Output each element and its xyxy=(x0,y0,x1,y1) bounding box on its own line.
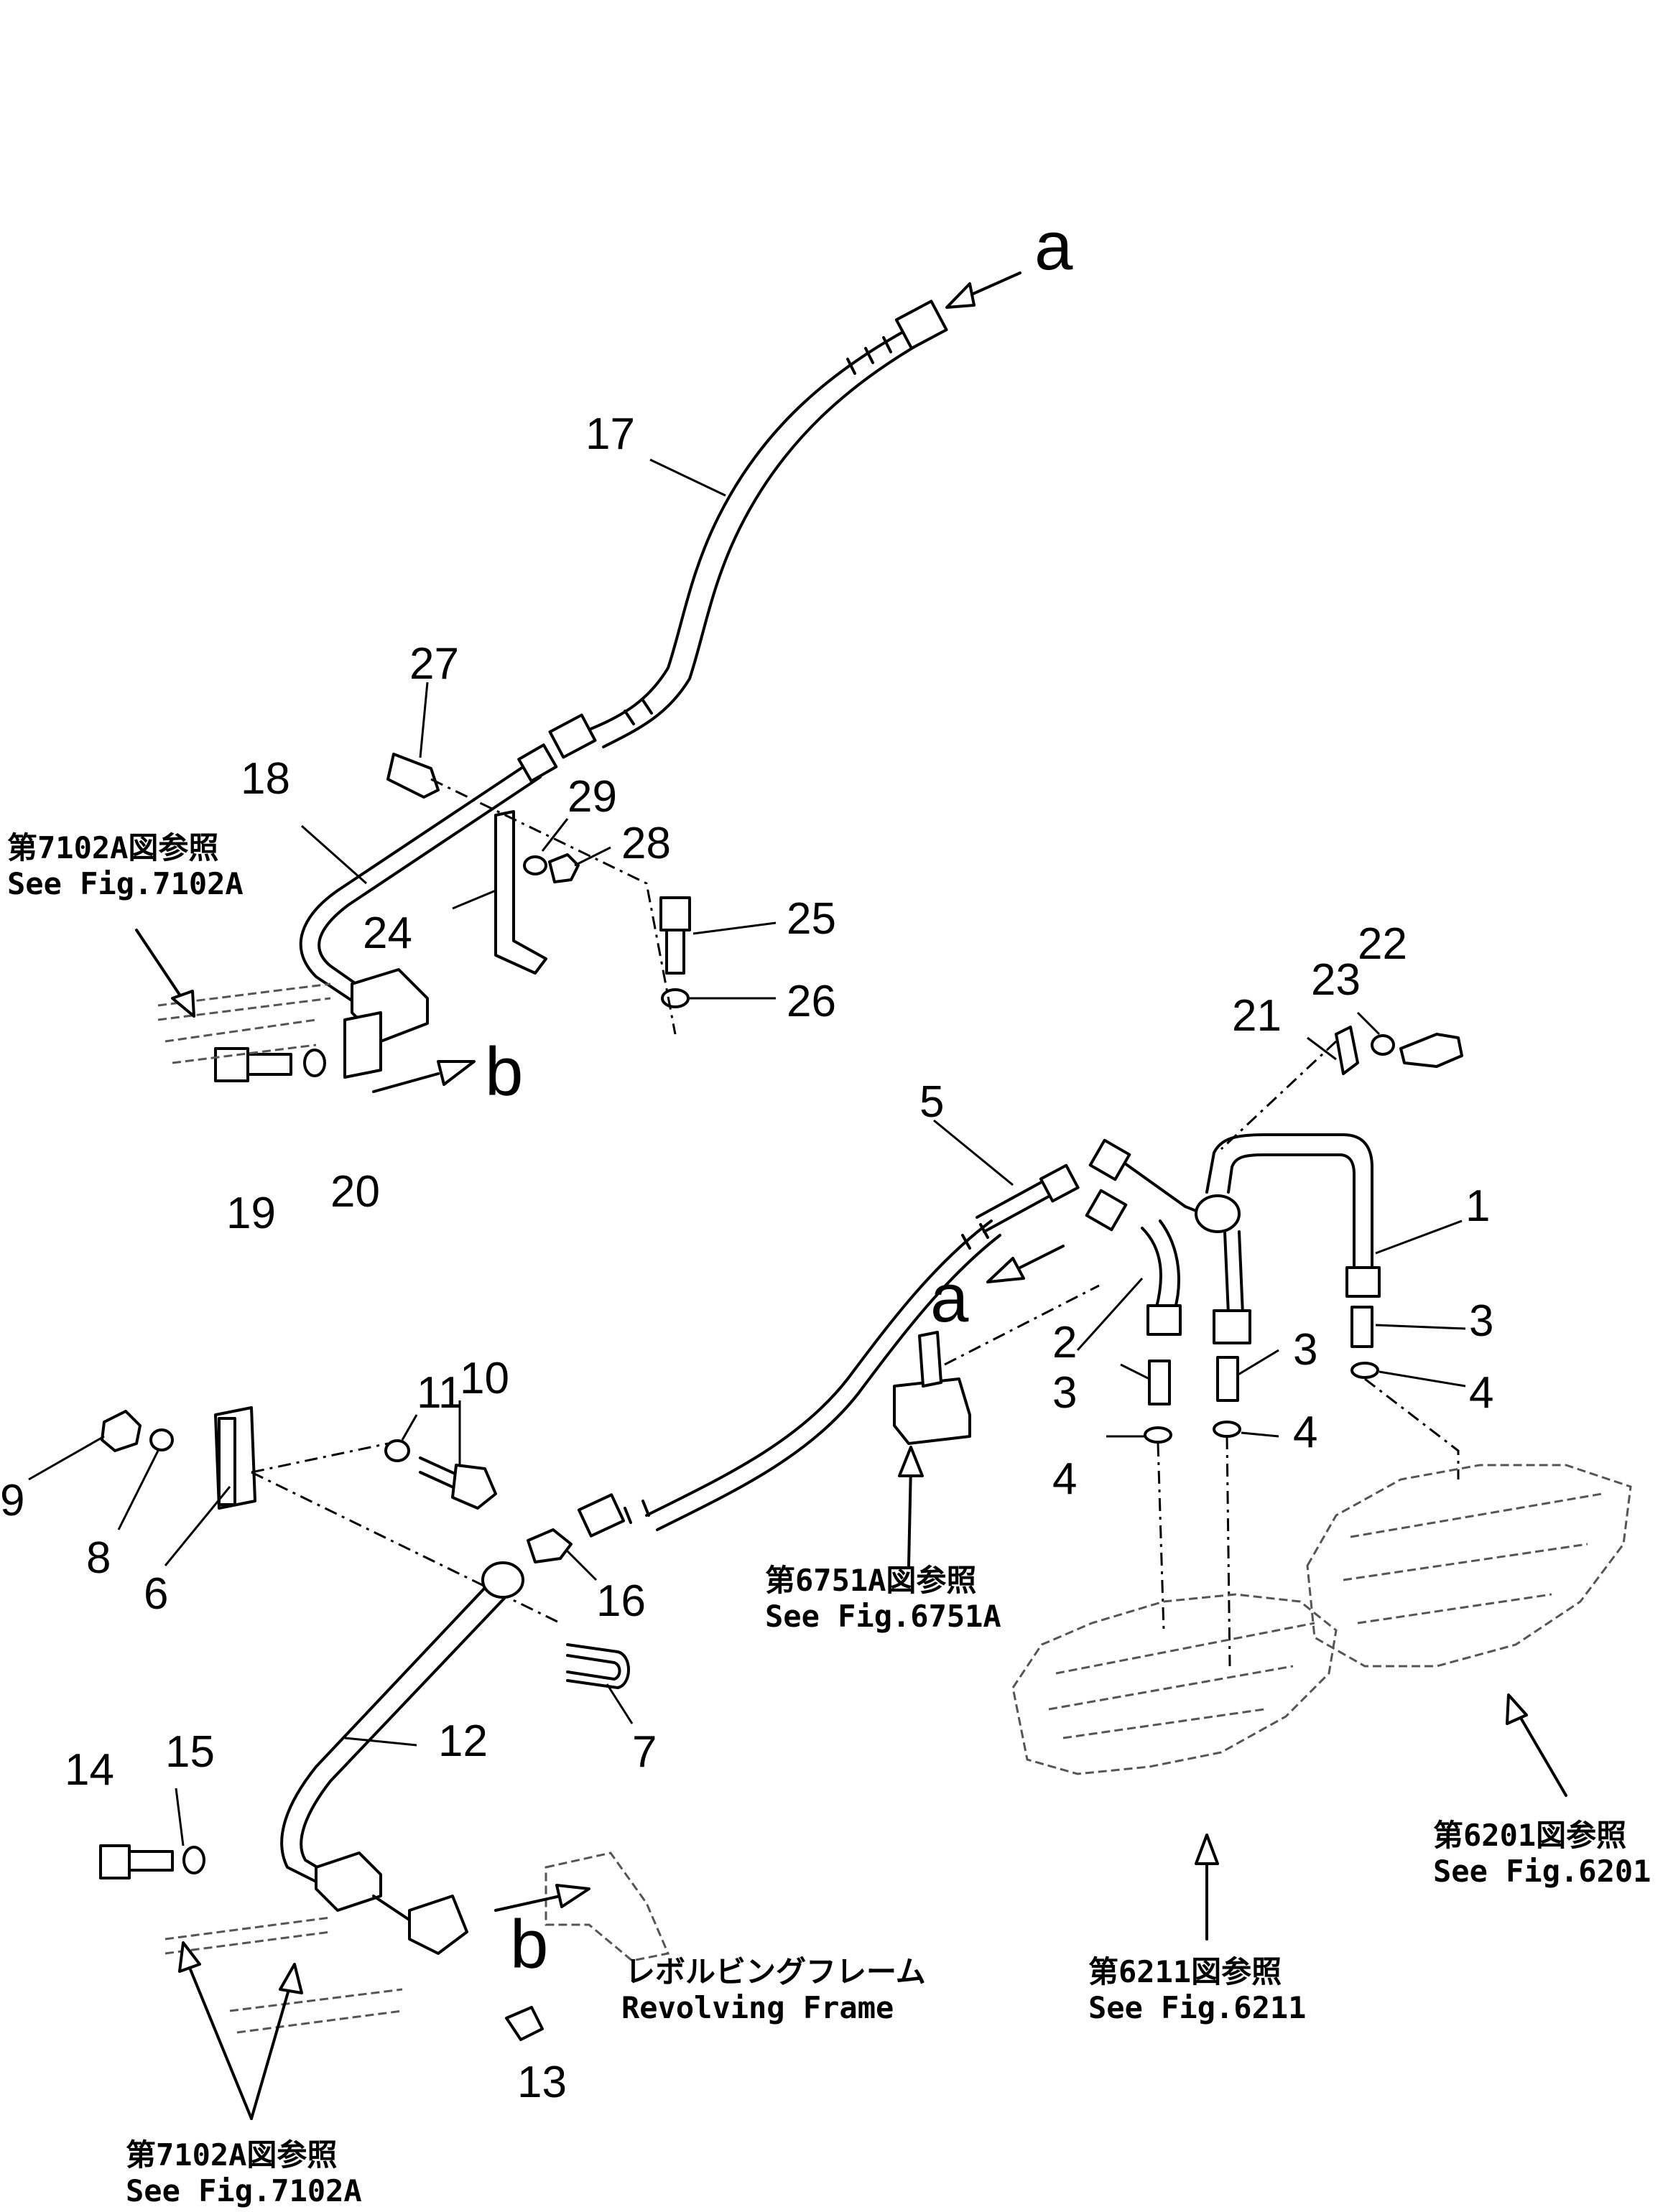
ref-7102a-bottom-en: See Fig.7102A xyxy=(126,2173,362,2208)
callout-9: 9 xyxy=(0,1476,24,1525)
hose-5 xyxy=(577,1163,1080,1538)
callout-28: 28 xyxy=(621,819,671,868)
callout-4-middle: 4 xyxy=(1293,1408,1317,1457)
connection-b-bottom: b xyxy=(510,1906,548,1983)
callout-5: 5 xyxy=(919,1077,944,1127)
bolt-14 xyxy=(99,1844,131,1879)
callout-4-left: 4 xyxy=(1052,1454,1077,1504)
valve-outline-7102a-bottom xyxy=(165,1916,403,2034)
connection-a-top: a xyxy=(1034,208,1073,284)
callout-27: 27 xyxy=(409,639,459,689)
seal-4-left xyxy=(1144,1426,1172,1444)
pipe-18 xyxy=(299,743,558,1043)
callout-11: 11 xyxy=(417,1368,463,1418)
bracket-21 xyxy=(1335,1026,1359,1075)
callout-21: 21 xyxy=(1232,991,1282,1041)
nut-28 xyxy=(548,853,580,883)
callout-18: 18 xyxy=(241,754,290,804)
callout-1: 1 xyxy=(1465,1181,1490,1231)
callout-17: 17 xyxy=(585,409,635,459)
callout-10: 10 xyxy=(460,1354,509,1403)
leader-lines xyxy=(28,458,1466,1846)
arrow-b-top xyxy=(372,1072,440,1093)
callout-19: 19 xyxy=(226,1189,276,1238)
ref-7102a-top-en: See Fig.7102A xyxy=(7,866,244,901)
callout-13: 13 xyxy=(517,2058,567,2107)
callout-29: 29 xyxy=(567,772,617,822)
alignment-line-top xyxy=(430,778,677,1035)
nut-9 xyxy=(101,1410,142,1452)
washer-11 xyxy=(384,1439,410,1462)
callout-3-middle: 3 xyxy=(1293,1325,1317,1375)
washer-15 xyxy=(182,1846,205,1874)
ref-6211-jp: 第6211図参照 xyxy=(1088,1954,1282,1989)
callout-20: 20 xyxy=(330,1167,380,1217)
callout-6: 6 xyxy=(144,1569,168,1619)
callout-16: 16 xyxy=(596,1576,646,1626)
block-6751a xyxy=(893,1377,971,1445)
arrow-7102a-bottom-left xyxy=(185,1959,253,2120)
ref-6751a-en: See Fig.6751A xyxy=(765,1599,1001,1634)
callout-7: 7 xyxy=(632,1727,657,1777)
callout-3-left: 3 xyxy=(1052,1368,1077,1418)
callout-15: 15 xyxy=(165,1727,215,1777)
arrow-a-mid xyxy=(1019,1245,1065,1269)
control-valve-6201 xyxy=(1306,1464,1632,1668)
callout-26: 26 xyxy=(787,977,836,1026)
arrowhead-a-top xyxy=(945,282,976,309)
pipe-assembly-1 xyxy=(1085,1133,1381,1344)
arrow-b-bottom xyxy=(494,1895,562,1912)
washer-23 xyxy=(1371,1034,1395,1056)
elbow-16 xyxy=(527,1528,573,1563)
fitting-3-left xyxy=(1148,1360,1171,1405)
callout-24: 24 xyxy=(363,908,412,958)
callout-23: 23 xyxy=(1311,955,1361,1005)
callout-12: 12 xyxy=(438,1716,488,1766)
callout-22: 22 xyxy=(1358,919,1407,969)
callout-3-right: 3 xyxy=(1469,1296,1493,1346)
washer-8 xyxy=(149,1428,174,1451)
ref-6201-jp: 第6201図参照 xyxy=(1433,1818,1626,1853)
clamp-plate-b xyxy=(343,1011,382,1079)
control-valve-6211 xyxy=(1011,1593,1338,1775)
bolt-25 xyxy=(659,896,691,931)
u-bolt-7 xyxy=(566,1643,630,1689)
connection-a-mid: a xyxy=(930,1260,969,1337)
bolt-22 xyxy=(1399,1033,1463,1068)
ref-6201-en: See Fig.6201 xyxy=(1433,1854,1651,1889)
arrow-7102a-top xyxy=(135,929,188,1007)
ref-7102a-bottom-jp: 第7102A図参照 xyxy=(126,2137,337,2172)
bracket-24 xyxy=(494,810,547,975)
revolving-frame-en: Revolving Frame xyxy=(621,1990,894,2025)
arrow-6201 xyxy=(1514,1708,1567,1797)
seal-4-right xyxy=(1350,1362,1379,1379)
washer-20 xyxy=(303,1049,326,1077)
ref-6751a-jp: 第6751A図参照 xyxy=(765,1563,976,1598)
plug-13 xyxy=(505,2006,544,2041)
hose-17 xyxy=(548,299,948,759)
revolving-frame-outline xyxy=(545,1851,670,1962)
callout-4-right: 4 xyxy=(1469,1368,1493,1418)
ref-7102a-top-jp: 第7102A図参照 xyxy=(7,830,218,865)
arrow-6751a xyxy=(907,1464,912,1567)
seal-4-middle xyxy=(1213,1421,1241,1438)
connection-b-top: b xyxy=(485,1033,523,1110)
callout-2: 2 xyxy=(1052,1318,1077,1367)
callout-8: 8 xyxy=(86,1533,111,1583)
washer-29 xyxy=(523,855,547,875)
callout-25: 25 xyxy=(787,894,836,944)
revolving-frame-jp: レボルビングフレーム xyxy=(625,1954,926,1989)
washer-26 xyxy=(661,988,690,1008)
pipe-12 xyxy=(280,1561,524,1955)
callout-14: 14 xyxy=(65,1745,114,1795)
fitting-3-right xyxy=(1350,1306,1373,1348)
alignment-line-bottom xyxy=(251,1442,561,1625)
arrow-7102a-bottom-right xyxy=(250,1981,292,2120)
fitting-3-middle xyxy=(1216,1356,1239,1402)
pipe-2 xyxy=(1141,1219,1182,1336)
part-27 xyxy=(386,753,440,799)
ref-6211-en: See Fig.6211 xyxy=(1088,1990,1306,2025)
